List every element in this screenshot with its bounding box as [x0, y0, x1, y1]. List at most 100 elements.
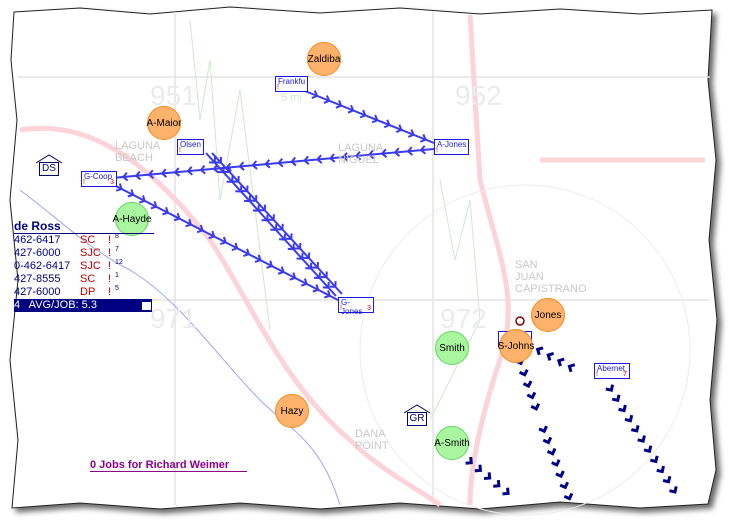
route-arrow-icon [139, 195, 146, 204]
avg-job-bar: 4 AVG/JOB: 5.3 [14, 299, 152, 312]
route-arrow-icon [290, 156, 297, 167]
scale-label: 5 mi [281, 92, 302, 104]
route-arrow-icon [300, 278, 308, 287]
route-arrow-icon [244, 195, 251, 203]
route-arrow-icon [270, 224, 278, 232]
depot-gr[interactable]: GR [403, 404, 431, 426]
job-count: 3 [110, 179, 114, 186]
town-label: SAN JUAN CAPISTRANO [515, 259, 587, 295]
route-arrow-icon [630, 425, 640, 433]
technician-marker[interactable]: Jones [531, 298, 565, 332]
route-arrow-icon [323, 95, 331, 104]
job-flag: ! [596, 371, 598, 378]
route-arrow-icon [277, 158, 284, 168]
route-arrow-icon [223, 166, 231, 174]
job-marker[interactable]: Abernet! 7 [594, 363, 630, 379]
route-arrow-icon [316, 154, 323, 164]
route-arrow-icon [287, 243, 295, 251]
house-roof-icon [35, 154, 63, 164]
technician-marker[interactable]: S-Johns [498, 329, 534, 363]
zip-label: 972 [440, 303, 487, 334]
coastline [19, 189, 341, 506]
route-arrow-icon [261, 214, 269, 222]
technician-marker[interactable]: A-Maior [147, 106, 182, 140]
route-arrow-icon [393, 147, 401, 157]
route-arrow-icon [611, 394, 621, 403]
route-arrow-icon [383, 119, 391, 129]
technician-marker[interactable]: Hazy [275, 394, 309, 428]
route-arrow-icon [555, 470, 565, 479]
route-arrow-icon [535, 346, 544, 356]
row-phone: 462-6417 [14, 234, 61, 246]
route-arrow-icon [303, 155, 310, 166]
route-arrow-icon [196, 224, 204, 234]
row-phone: 0-462-6417 [14, 260, 71, 272]
route-arrow-icon [277, 266, 285, 275]
row-count: 5 [115, 285, 119, 292]
route-arrow-icon [279, 233, 286, 241]
route-arrow-icon [329, 281, 337, 288]
job-marker[interactable]: A-Jones! [434, 139, 470, 155]
depot-ds[interactable]: DS [35, 154, 63, 176]
route-arrow-icon [121, 172, 129, 182]
row-phone: 427-8555 [14, 273, 61, 285]
job-flag: ! [179, 147, 181, 154]
route-arrow-icon [551, 459, 561, 467]
row-phone: 427-6000 [14, 286, 61, 298]
route-arrow-icon [185, 218, 193, 228]
job-count: 7 [623, 371, 627, 378]
route-arrow-icon [522, 380, 533, 389]
technician-marker[interactable]: Smith [435, 331, 469, 365]
route-arrow-icon [347, 104, 355, 114]
route-arrow-icon [134, 170, 142, 181]
job-marker[interactable]: Frankfu! [275, 76, 309, 92]
route-arrow-icon [250, 195, 258, 202]
route-arrow-icon [289, 272, 297, 281]
zip-label: 951 [150, 80, 197, 111]
avg-job-progress [112, 301, 152, 311]
technician-marker[interactable]: Zaldiba [307, 42, 341, 76]
jobs-footer-link[interactable]: 0 Jobs for Richard Weimer [90, 459, 248, 472]
job-marker[interactable]: Olsen! [177, 139, 204, 155]
job-name: Abernet [597, 364, 626, 373]
route-arrow-icon [546, 447, 557, 456]
row-count: 8 [115, 233, 119, 240]
depot-label: GR [407, 412, 427, 426]
route-arrow-icon [354, 151, 362, 161]
route-arrow-icon [235, 185, 243, 193]
route-arrow-icon [226, 176, 234, 183]
job-name: G-Coop [84, 172, 113, 181]
job-name: G-Jones [341, 298, 363, 316]
map-paper [9, 6, 718, 510]
route-arrow-icon [624, 414, 634, 423]
route-arrow-icon [212, 163, 219, 174]
technician-marker[interactable]: A-Smith [434, 426, 470, 460]
route-line [109, 182, 339, 301]
roads [19, 14, 705, 508]
route-arrow-icon [359, 109, 367, 119]
route-arrow-icon [605, 384, 615, 392]
job-name: Olsen [180, 140, 201, 149]
house-roof-icon [403, 404, 431, 414]
technician-marker[interactable]: A-Hayde [113, 202, 151, 236]
route-arrow-icon [502, 487, 510, 496]
depot-label: DS [39, 162, 59, 176]
row-flag: ! [108, 247, 112, 259]
route-arrow-icon [238, 161, 245, 171]
row-code: SJC [80, 260, 101, 272]
job-marker[interactable]: G-Coop!3 [81, 171, 117, 187]
route-arrow-icon [219, 236, 227, 246]
route-arrow-icon [209, 156, 217, 164]
job-marker[interactable]: G-Jones!3 [338, 297, 374, 316]
job-name: A-Jones [437, 140, 467, 149]
route-arrow-icon [232, 175, 240, 183]
route-line [205, 152, 337, 297]
route-arrow-icon [162, 206, 170, 216]
